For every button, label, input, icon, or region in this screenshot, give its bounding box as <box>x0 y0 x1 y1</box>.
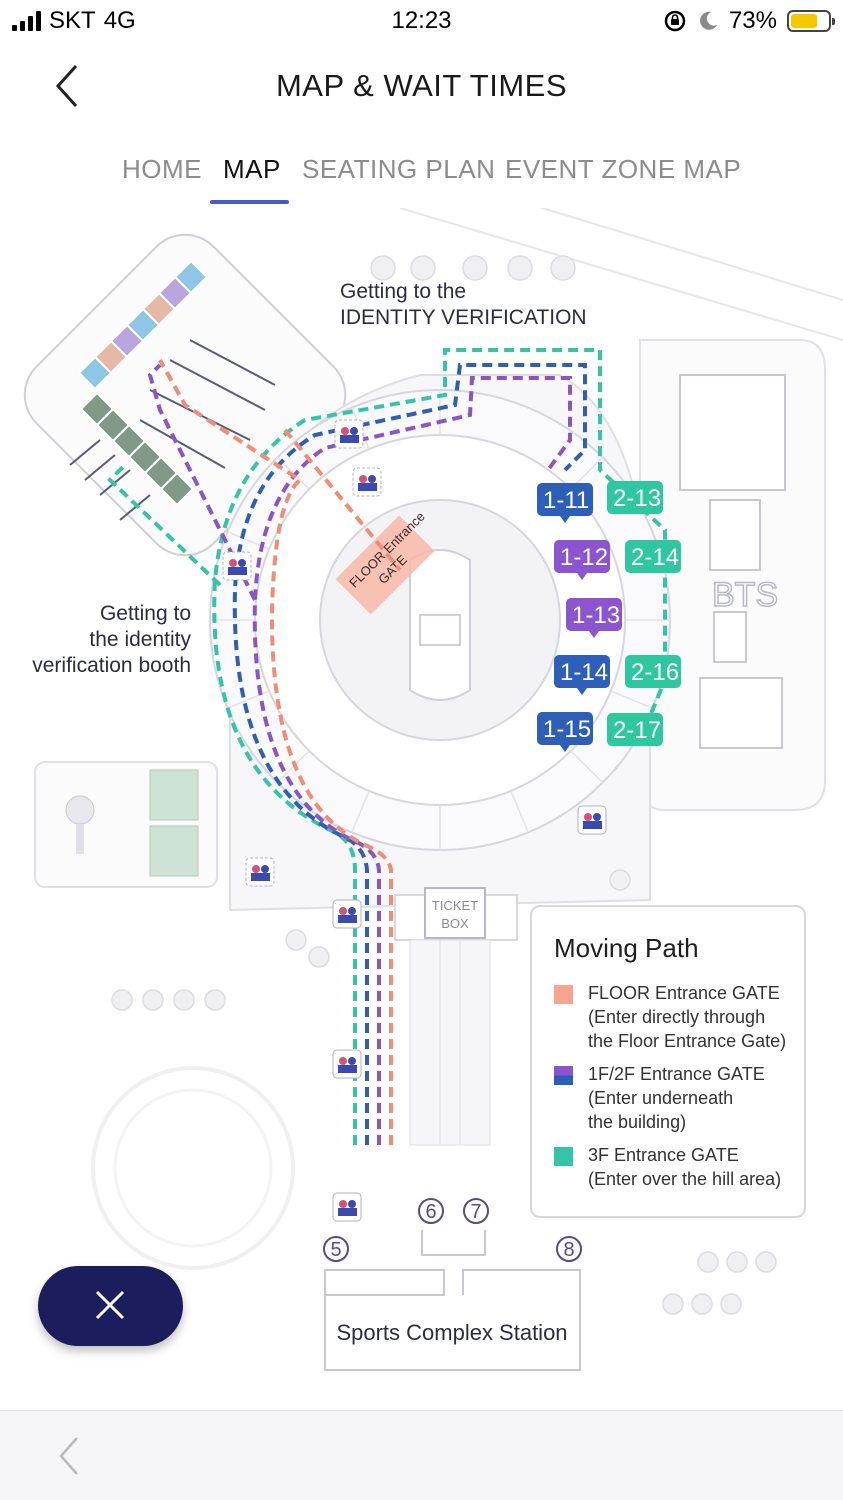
gate-badges: 1-11 1-12 1-13 1-14 1-15 2-13 2-14 2-16 … <box>537 481 681 752</box>
svg-text:2-14: 2-14 <box>631 544 679 571</box>
legend-panel: Moving Path FLOOR Entrance GATE (Enter d… <box>530 905 806 1218</box>
gate-1-13: 1-13 <box>566 598 622 638</box>
svg-text:2-13: 2-13 <box>613 485 661 512</box>
clock: 12:23 <box>391 7 452 34</box>
gate-1-14: 1-14 <box>554 655 610 695</box>
tab-map[interactable]: MAP <box>223 154 281 184</box>
annotation-left-line1: Getting to <box>100 602 191 625</box>
bts-sign: BTS <box>712 576 778 614</box>
annotation-top-line2: IDENTITY VERIFICATION <box>340 306 587 329</box>
browser-bottom-bar <box>0 1410 843 1500</box>
legend-line: (Enter underneath <box>588 1088 734 1108</box>
gate-2-14: 2-14 <box>625 540 681 573</box>
gate-1-11: 1-11 <box>537 483 593 523</box>
chevron-left-icon <box>55 64 78 108</box>
network-label: 4G <box>103 7 136 34</box>
close-icon <box>95 1290 125 1320</box>
legend-line: the building) <box>588 1112 687 1132</box>
lightstick-booth <box>34 761 218 888</box>
tab-home[interactable]: HOME <box>122 154 202 184</box>
tab-seating-plan[interactable]: SEATING PLAN <box>302 154 496 184</box>
svg-text:1-15: 1-15 <box>543 716 591 743</box>
merch-booth <box>699 677 783 749</box>
legend-line: (Enter directly through <box>588 1007 766 1027</box>
legend-line: (Enter over the hill area) <box>588 1169 782 1189</box>
ticket-box-label-1: TICKET <box>432 898 478 913</box>
annotation-top-line1: Getting to the <box>340 280 466 303</box>
verification-booth-icons <box>222 419 607 1222</box>
exit-7: 7 <box>470 1201 481 1223</box>
trees <box>111 255 777 1315</box>
tab-bar: HOME MAP SEATING PLAN EVENT ZONE MAP <box>0 154 843 208</box>
subway-station: Sports Complex Station 5 6 7 8 <box>323 1198 582 1371</box>
legend-title: Moving Path <box>554 933 699 963</box>
status-bar: SKT 4G 12:23 73% <box>0 0 843 42</box>
ticket-box-label-2: BOX <box>441 916 469 931</box>
chevron-left-icon <box>59 1437 78 1475</box>
page-title: MAP & WAIT TIMES <box>275 68 568 103</box>
legend-line: FLOOR Entrance GATE <box>588 983 780 1003</box>
path-floor <box>158 359 402 1145</box>
legend-line: 3F Entrance GATE <box>588 1145 739 1165</box>
back-button[interactable] <box>48 62 88 110</box>
gate-2-17: 2-17 <box>607 713 663 746</box>
stage-structure <box>679 374 786 491</box>
moon-icon <box>700 11 717 30</box>
bts-sign-box <box>709 499 761 571</box>
rotation-lock-icon <box>664 10 686 32</box>
exit-8: 8 <box>563 1239 574 1261</box>
legend-swatch-3f <box>554 1147 573 1166</box>
ticket-box: TICKET BOX <box>394 887 518 1146</box>
carrier-label: SKT <box>49 7 96 34</box>
legend-swatch-floor <box>554 985 573 1004</box>
battery-percent: 73% <box>728 7 777 34</box>
gate-1-12: 1-12 <box>554 540 610 580</box>
svg-text:2-17: 2-17 <box>613 717 661 744</box>
svg-text:1-11: 1-11 <box>543 487 589 514</box>
svg-text:1-13: 1-13 <box>572 602 620 629</box>
photo-booth <box>713 611 747 663</box>
exit-5: 5 <box>330 1239 341 1261</box>
station-label: Sports Complex Station <box>336 1320 567 1345</box>
venue-map: BTS <box>23 208 843 1371</box>
exit-6: 6 <box>425 1201 436 1223</box>
annotation-left-line2: the identity <box>89 628 191 651</box>
svg-text:2-16: 2-16 <box>631 659 679 686</box>
bottom-back-button[interactable] <box>55 1434 85 1478</box>
booth-row <box>69 260 276 521</box>
legend-swatch-1f2f <box>554 1066 573 1085</box>
legend-line: the Floor Entrance Gate) <box>588 1031 787 1051</box>
gate-2-16: 2-16 <box>625 655 681 688</box>
gate-2-13: 2-13 <box>607 481 663 514</box>
svg-text:1-12: 1-12 <box>560 544 608 571</box>
battery-icon <box>787 10 835 32</box>
signal-icon <box>12 11 41 31</box>
faint-stadium-logo <box>91 1066 295 1270</box>
legend-line: 1F/2F Entrance GATE <box>588 1064 765 1084</box>
annotation-left-line3: verification booth <box>32 654 191 677</box>
roads <box>399 208 843 341</box>
active-tab-indicator <box>210 200 289 204</box>
path-1f2f-purple <box>147 363 572 1145</box>
tab-event-zone-map[interactable]: EVENT ZONE MAP <box>505 154 742 184</box>
gate-1-15: 1-15 <box>537 712 593 752</box>
close-button[interactable] <box>38 1266 183 1346</box>
svg-text:1-14: 1-14 <box>560 659 608 686</box>
